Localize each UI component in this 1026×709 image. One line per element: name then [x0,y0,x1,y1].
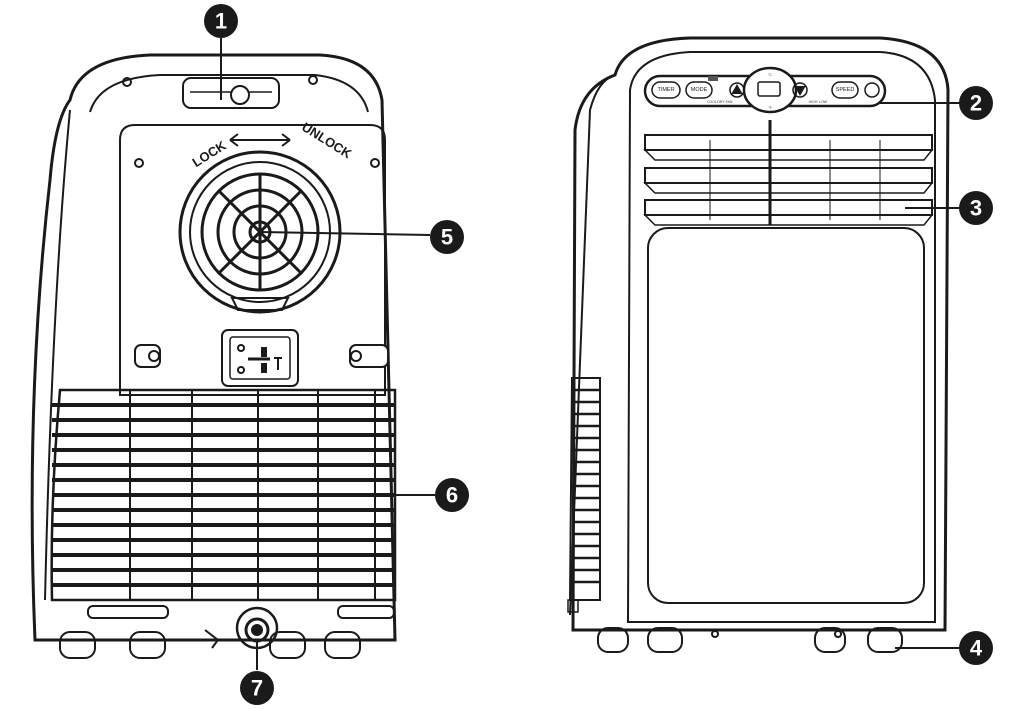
mode-button-label: MODE [691,87,708,93]
control-panel [643,66,887,114]
mode-indicator-fan: FAN [726,100,733,104]
callout-3: 3 [959,191,993,225]
speed-indicator-low: LOW [819,100,828,104]
front-body-outline [571,36,950,632]
callout-1: 1 [204,4,238,38]
callout-7: 7 [240,671,274,705]
back-switch-plate [221,329,299,387]
temp-unit-f: °F [768,106,772,110]
exhaust-vent [178,150,342,314]
back-body-outline [30,53,397,642]
right-latch [349,344,389,368]
front-face [626,51,936,623]
back-side-edge [44,109,71,601]
left-latch [134,344,161,368]
callout-3-number: 3 [970,196,982,221]
lock-unlock-arrow [229,133,291,147]
front-casters [597,627,903,653]
callout-6: 6 [435,478,469,512]
callout-5: 5 [430,220,464,254]
lock-label: LOCK [190,137,230,170]
side-vent [567,377,601,613]
timer-button-label: TIMER [657,87,674,93]
bottom-left-handle [87,605,169,619]
callout-5-number: 5 [441,225,453,250]
mode-indicator-dry: DRY [717,100,725,104]
mode-indicator-cool: COOL [707,100,717,104]
back-panel-plate [119,124,386,396]
callout-4-number: 4 [970,636,983,661]
callout-1-number: 1 [215,9,227,34]
front-inner-panel [647,227,925,604]
front-side-panel [569,74,616,616]
callout-6-number: 6 [446,483,458,508]
front-view-unit [567,36,950,653]
back-casters [59,629,361,659]
speed-indicator-high: HIGH [809,100,818,104]
air-louvers [643,120,934,226]
callout-2: 2 [959,86,993,120]
back-body-inner-rim [89,74,369,113]
intake-grille [50,388,397,602]
leader-lines [220,38,960,670]
temp-unit-c: °C [768,73,772,77]
callout-7-number: 7 [251,676,263,701]
speed-button-label: SPEED [836,87,855,93]
callout-2-number: 2 [970,91,982,116]
bottom-right-handle [337,605,395,619]
leader-line-5 [259,231,431,236]
callout-4: 4 [959,631,993,665]
